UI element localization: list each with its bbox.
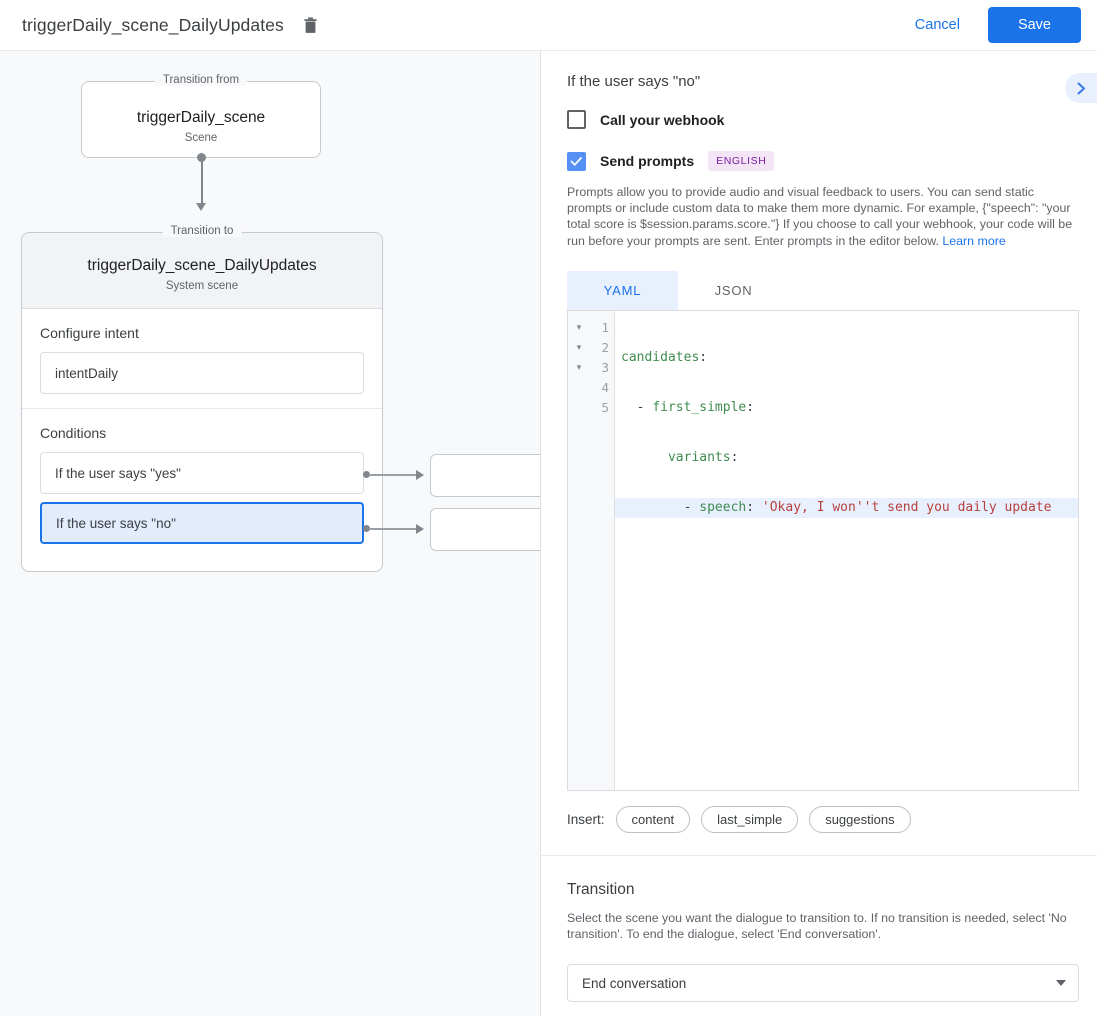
code-key: speech xyxy=(699,499,747,515)
to-node-header: triggerDaily_scene_DailyUpdates System s… xyxy=(22,233,382,309)
send-prompts-checkbox[interactable] xyxy=(567,151,586,171)
expand-panel-button[interactable] xyxy=(1065,73,1097,103)
code-punct: : xyxy=(746,499,762,515)
editor-content[interactable]: candidates: - first_simple: variants: - … xyxy=(615,311,1078,790)
condition-item-no[interactable]: If the user says "no" xyxy=(40,502,364,544)
to-node-subtitle: System scene xyxy=(165,280,239,292)
editor-line-numbers: 1 2 3 4 5 xyxy=(590,310,615,790)
cancel-button[interactable]: Cancel xyxy=(901,9,974,41)
edge-line-yes xyxy=(369,474,417,476)
fold-toggle-3[interactable]: ▾ xyxy=(576,362,582,373)
insert-label: Insert: xyxy=(567,811,605,827)
panel-title: If the user says "no" xyxy=(567,73,701,90)
code-key: variants xyxy=(667,449,731,465)
prompts-description: Prompts allow you to provide audio and v… xyxy=(567,184,1079,249)
insert-chip-last-simple[interactable]: last_simple xyxy=(701,805,799,833)
code-line-4: - speech: 'Okay, I won''t send you daily… xyxy=(615,497,1078,518)
transition-title: Transition xyxy=(567,880,635,898)
transition-to-legend: Transition to xyxy=(162,225,242,237)
code-key: first_simple xyxy=(652,399,747,415)
format-tabs: YAML JSON xyxy=(567,270,1097,310)
editor-fold-gutter: ▾ ▾ ▾ xyxy=(568,310,590,790)
transition-select-value: End conversation xyxy=(582,975,687,991)
panel-header: If the user says "no" xyxy=(542,51,1097,90)
webhook-checkbox[interactable] xyxy=(567,110,586,129)
configure-intent-label: Configure intent xyxy=(40,325,139,341)
code-editor[interactable]: ▾ ▾ ▾ 1 2 3 4 5 candidates: - first_simp… xyxy=(567,309,1079,791)
conditions-section: Conditions If the user says "yes" If the… xyxy=(22,408,382,558)
flow-canvas: Transition from triggerDaily_scene Scene… xyxy=(0,51,541,1016)
code-line-2: - first_simple: xyxy=(615,398,1078,418)
webhook-label: Call your webhook xyxy=(600,111,725,128)
code-punct: : xyxy=(699,349,708,365)
caret-down-icon xyxy=(1056,980,1066,987)
transition-select[interactable]: End conversation xyxy=(567,964,1079,1003)
send-prompts-label: Send prompts xyxy=(600,153,695,169)
conditions-label: Conditions xyxy=(40,425,107,441)
delete-button[interactable] xyxy=(298,12,324,38)
prompts-description-text: Prompts allow you to provide audio and v… xyxy=(567,185,1073,248)
insert-row: Insert: content last_simple suggestions xyxy=(567,805,1097,833)
code-line-3: variants: xyxy=(615,448,1078,468)
code-indent xyxy=(621,500,684,515)
code-line-1: candidates: xyxy=(615,348,1078,368)
insert-chip-content[interactable]: content xyxy=(615,805,691,833)
prompts-row[interactable]: Send prompts ENGLISH xyxy=(542,151,1097,171)
top-app-bar: triggerDaily_scene_DailyUpdates Cancel S… xyxy=(0,0,1097,51)
code-key: candidates xyxy=(621,349,700,365)
intent-field[interactable]: intentDaily xyxy=(40,352,364,394)
save-button[interactable]: Save xyxy=(987,7,1081,43)
line-number: 4 xyxy=(601,379,609,395)
from-node-title: triggerDaily_scene xyxy=(136,109,266,126)
condition-item-yes[interactable]: If the user says "yes" xyxy=(40,452,364,494)
edge-arrow-yes-icon xyxy=(416,470,424,480)
fold-toggle-1[interactable]: ▾ xyxy=(576,322,582,333)
line-number: 1 xyxy=(601,319,609,335)
code-line-5 xyxy=(615,548,1078,568)
code-indent xyxy=(621,400,637,415)
edge-dot-yes xyxy=(363,471,370,478)
learn-more-link[interactable]: Learn more xyxy=(942,233,1006,248)
tab-yaml[interactable]: YAML xyxy=(567,270,678,310)
trash-icon xyxy=(304,17,317,33)
code-dash: - xyxy=(636,399,653,415)
code-dash: - xyxy=(683,499,700,515)
code-indent xyxy=(621,450,668,465)
edge-arrow-no-icon xyxy=(416,524,424,534)
from-node-subtitle: Scene xyxy=(184,132,218,144)
transition-section: Transition Select the scene you want the… xyxy=(542,856,1097,1003)
code-punct: : xyxy=(730,449,739,465)
transition-description: Select the scene you want the dialogue t… xyxy=(567,910,1067,942)
line-number: 3 xyxy=(601,359,609,375)
edge-line-no xyxy=(369,528,417,530)
to-node-title: triggerDaily_scene_DailyUpdates xyxy=(87,257,317,274)
line-number: 2 xyxy=(601,339,609,355)
details-panel: If the user says "no" Call your webhook … xyxy=(542,51,1097,1016)
edge-dot-no xyxy=(363,525,370,532)
checkmark-icon xyxy=(570,156,582,166)
section-divider xyxy=(542,854,1097,856)
tab-json[interactable]: JSON xyxy=(714,282,753,298)
webhook-row[interactable]: Call your webhook xyxy=(542,110,1097,129)
line-number: 5 xyxy=(601,399,609,415)
code-punct: : xyxy=(746,399,755,415)
page-title: triggerDaily_scene_DailyUpdates xyxy=(22,14,284,35)
insert-chip-suggestions[interactable]: suggestions xyxy=(809,805,911,833)
target-node-no[interactable] xyxy=(430,508,540,551)
configure-intent-section: Configure intent intentDaily xyxy=(22,309,382,408)
language-badge: ENGLISH xyxy=(708,151,775,171)
transition-from-node[interactable]: Transition from triggerDaily_scene Scene xyxy=(81,74,321,158)
chevron-right-icon xyxy=(1076,81,1085,95)
fold-toggle-2[interactable]: ▾ xyxy=(576,342,582,353)
connector-arrow-icon xyxy=(196,203,206,211)
code-string: 'Okay, I won''t send you daily update xyxy=(761,499,1052,515)
topbar-actions: Cancel Save xyxy=(901,7,1081,43)
transition-to-node: Transition to triggerDaily_scene_DailyUp… xyxy=(21,225,383,572)
transition-from-legend: Transition from xyxy=(154,74,248,86)
connector-line xyxy=(201,158,203,206)
connector-dot xyxy=(197,153,206,162)
target-node-yes[interactable] xyxy=(430,454,540,497)
